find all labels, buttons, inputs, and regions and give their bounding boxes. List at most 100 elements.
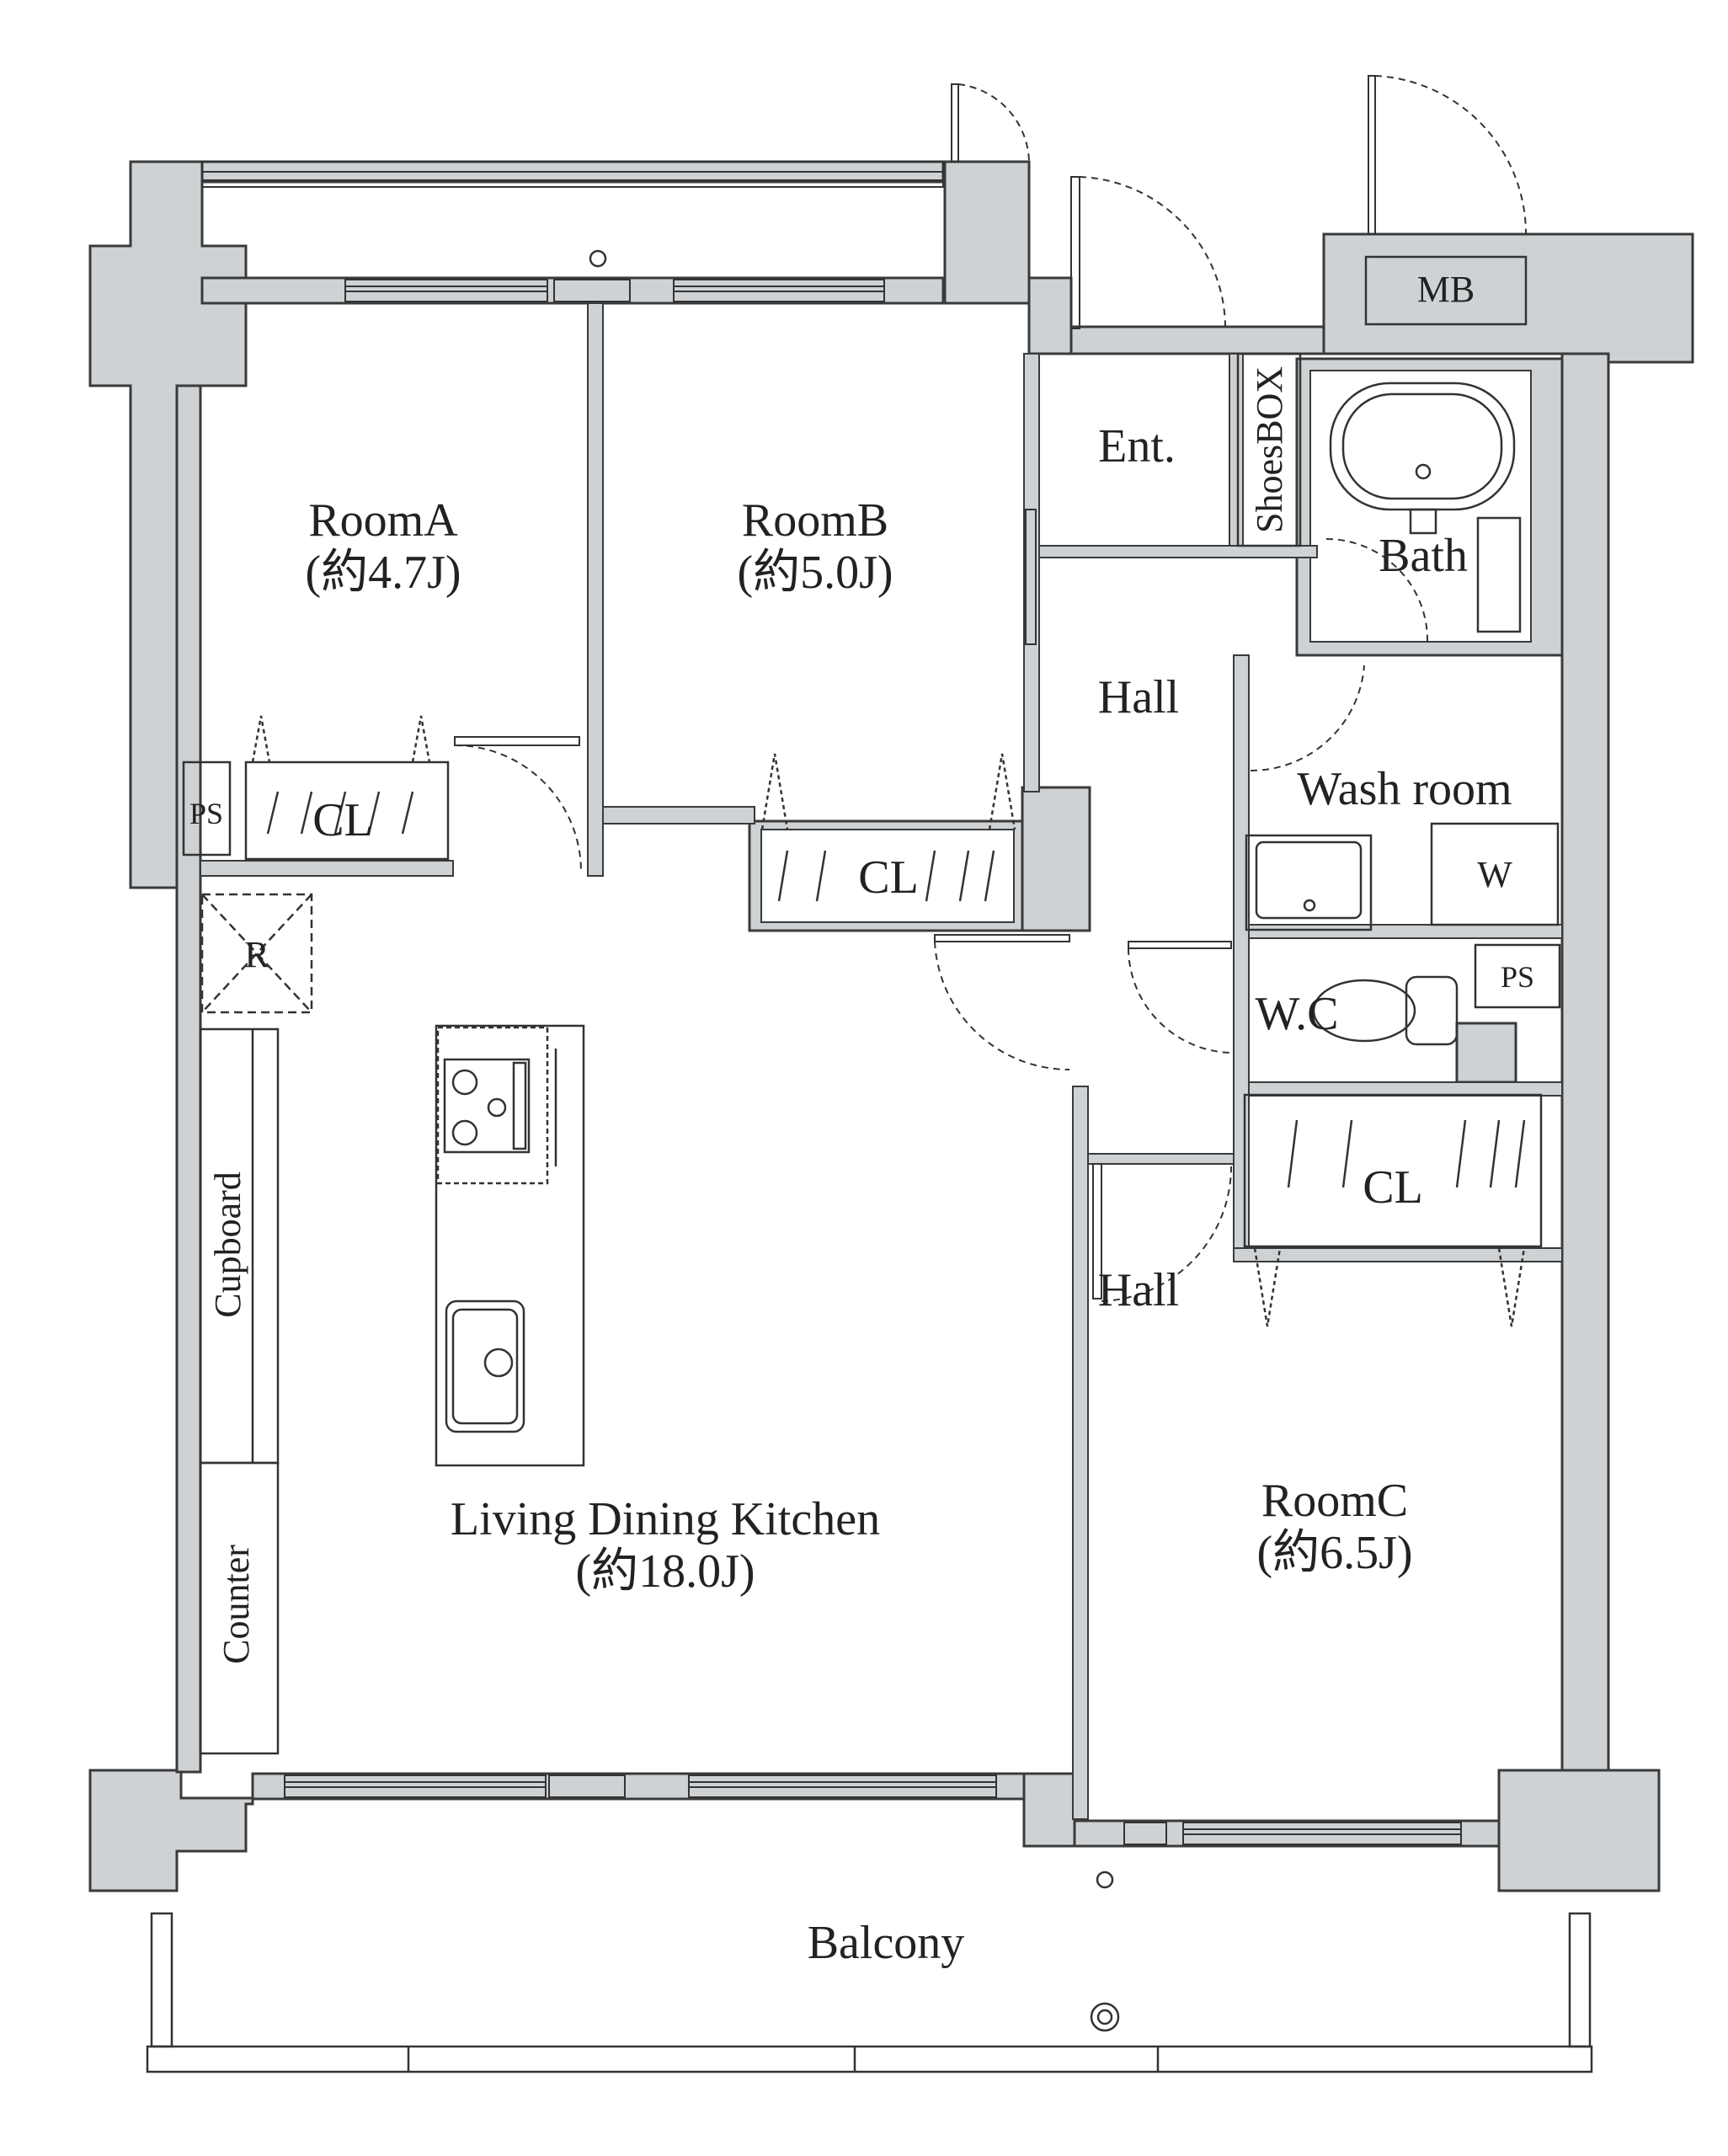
partition-ab-bottom [602, 806, 755, 825]
mb-label: MB [1417, 269, 1475, 310]
partition-ldk-c [1072, 1086, 1089, 1820]
ps-left-label: PS [189, 797, 223, 830]
room-c-label: RoomC [1261, 1475, 1408, 1527]
cooktop-grill [512, 1061, 527, 1150]
ps-right-label: PS [1501, 960, 1534, 994]
window-room-b-ledge [673, 286, 885, 292]
partition-wc-cl [1248, 1081, 1563, 1097]
wall-cl-b-side [1021, 786, 1091, 932]
partition-cl-c-bottom [1233, 1247, 1563, 1262]
bath-label: Bath [1379, 530, 1468, 582]
cl-room-a-hangers [266, 791, 414, 835]
floor-bath [1309, 370, 1532, 643]
bath-counter [1476, 516, 1522, 633]
wash-drain [1303, 899, 1316, 912]
balcony-drain-small [1096, 1870, 1114, 1889]
pillar-bottom-left [88, 1769, 254, 1892]
room-b-label: RoomB [742, 494, 888, 547]
wall-wc-right [1455, 1022, 1517, 1084]
room-c-door-swing [1101, 1166, 1232, 1302]
burner-2 [451, 1119, 478, 1146]
front-door-leaf [1070, 176, 1080, 329]
windows [201, 161, 1462, 1845]
cl-room-c-box [1243, 1093, 1543, 1248]
mb-box [1364, 255, 1528, 326]
wash-room-label: Wash room [1297, 763, 1512, 815]
partition-a-bottom [200, 860, 454, 877]
balcony-post-left [150, 1912, 173, 2048]
vent-c [1123, 1822, 1167, 1845]
window-room-a-ledge [344, 286, 548, 292]
fixtures [182, 255, 1561, 1755]
floor-cl-b [760, 829, 1015, 923]
counter-label: Counter [216, 1545, 257, 1664]
labels: RoomA (約4.7J) RoomB (約5.0J) RoomC (約6.5J… [189, 269, 1534, 1969]
ps-right-box [1474, 943, 1561, 1009]
wall-bottom-step [1022, 1772, 1076, 1848]
partition-b-right [1023, 353, 1040, 792]
kitchen-sink-inner [451, 1308, 519, 1425]
burner-1 [451, 1069, 478, 1096]
washer-box [1430, 822, 1560, 926]
partition-hall-wash [1233, 654, 1250, 1262]
ext-door-left-leaf [951, 83, 959, 163]
shoes-box-label: ShoesBOX [1249, 366, 1290, 533]
cl-room-a-door-marks [251, 715, 431, 763]
room-b-size: (約5.0J) [737, 547, 893, 599]
ldk-label: Living Dining Kitchen [451, 1493, 880, 1545]
hall-label-top: Hall [1098, 671, 1179, 723]
balcony-rail [146, 2045, 1593, 2073]
bathtub-inner [1341, 392, 1503, 500]
toilet-bowl [1312, 979, 1416, 1043]
wash-door-swing [1250, 664, 1365, 772]
cl-room-b-door-marks [760, 753, 1016, 830]
wall-ent-left [1027, 276, 1073, 355]
balcony-post-right [1568, 1912, 1592, 2048]
pillar-top-left [88, 160, 248, 889]
partitions [200, 302, 1563, 1820]
wall-right-column [1560, 352, 1610, 1779]
wc-door-swing [1128, 947, 1232, 1054]
vent-ldk [548, 1774, 626, 1798]
balcony-drain-large-inner [1096, 2009, 1113, 2025]
kitchen-sink-outer [445, 1299, 525, 1433]
refrigerator-box [200, 893, 313, 1014]
partition-hall-c [1087, 1153, 1235, 1165]
wash-basin-unit [1245, 834, 1373, 931]
partition-shoes [1229, 353, 1244, 547]
cupboard-label: Cupboard [207, 1171, 248, 1318]
balcony-label: Balcony [808, 1917, 965, 1969]
wall-left-column [175, 384, 202, 1774]
washer-label: W [1477, 854, 1512, 895]
ext-door-left-swing [957, 83, 1030, 163]
mb-door-leaf [1368, 75, 1376, 235]
doors [454, 75, 1528, 1302]
toilet-tank [1405, 975, 1459, 1046]
wall-top-right-stub [943, 160, 1031, 305]
cl-room-c-door-marks [1253, 1247, 1526, 1327]
kitchen-sink-drain [483, 1348, 514, 1378]
wc-label: W.C [1255, 988, 1338, 1040]
bath-faucet [1409, 508, 1437, 535]
room-a-size: (約4.7J) [305, 547, 461, 599]
cl-room-c-label: CL [1363, 1161, 1423, 1214]
cooktop-area [436, 1026, 549, 1185]
window-ldk-right-ledge [688, 1781, 997, 1788]
window-ldk-left-ledge [284, 1781, 547, 1788]
ldk-door-leaf [934, 934, 1070, 942]
front-door-swing [1079, 176, 1226, 328]
cl-room-b-hangers [777, 850, 995, 902]
balcony-drain-large [1090, 2002, 1120, 2032]
bath-drain [1415, 463, 1432, 480]
cl-room-a-label: CL [312, 794, 373, 846]
wash-basin [1255, 841, 1363, 920]
window-top-rail-inner [201, 171, 944, 181]
window-room-c-ledge [1182, 1828, 1462, 1835]
top-drain [589, 249, 607, 268]
kitchen-island [435, 1024, 585, 1467]
entrance-label: Ent. [1098, 420, 1176, 472]
wc-door-leaf [1128, 941, 1232, 949]
room-a-door-leaf [454, 736, 580, 746]
cl-room-a-box [244, 760, 450, 861]
